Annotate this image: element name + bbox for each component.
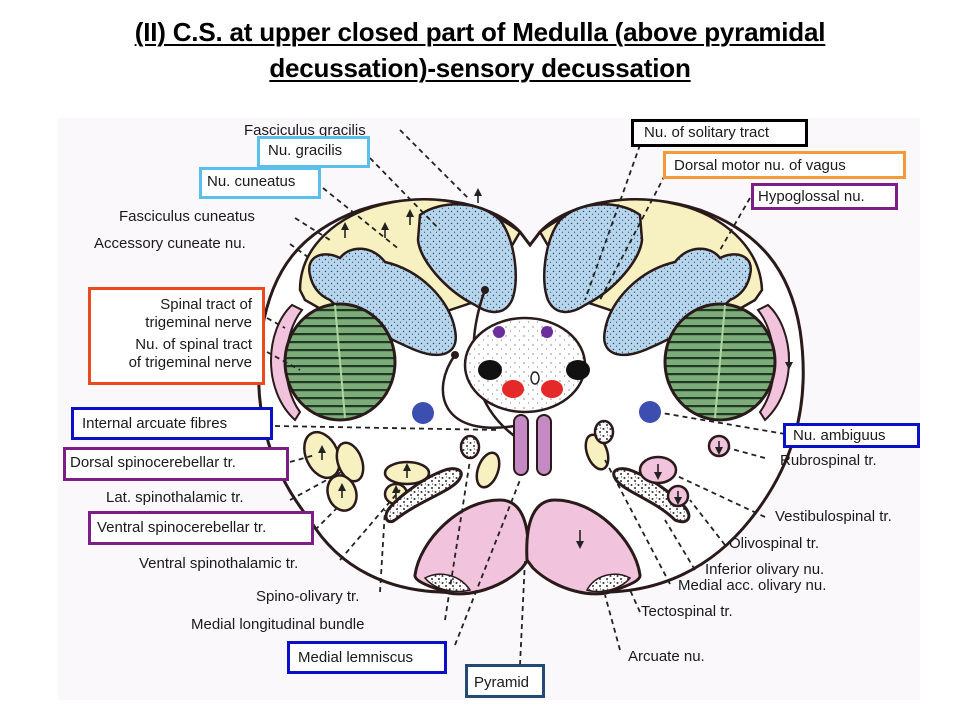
box-nu-ambiguus: Nu. ambiguus [783, 423, 920, 448]
box-pyramid: Pyramid [465, 664, 545, 698]
tract-arrows [318, 188, 793, 549]
label-spinal-tract-trigeminal-1: Spinal tract of [160, 296, 252, 313]
box-trigeminal: Spinal tract of trigeminal nerve Nu. of … [88, 287, 265, 385]
label-inferior-olivary-nu: Inferior olivary nu. [705, 561, 825, 578]
label-internal-arcuate-fibres: Internal arcuate fibres [82, 415, 228, 432]
title-line-2: decussation)-sensory decussation [269, 53, 691, 83]
tectospinal-right [593, 419, 615, 445]
label-vestibulospinal: Vestibulospinal tr. [775, 508, 892, 525]
box-medial-lemniscus: Medial lemniscus [287, 641, 447, 674]
label-nu-spinal-tract-trigeminal-2: of trigeminal nerve [128, 354, 252, 371]
lat-spinothalamic-tract [335, 441, 365, 483]
vagus-dot-left [502, 380, 524, 398]
nucleus-ambiguus-right [639, 401, 661, 423]
title-line-1: (II) C.S. at upper closed part of Medull… [134, 17, 826, 47]
label-dorsal-motor-nu-vagus: Dorsal motor nu. of vagus [674, 157, 846, 174]
vagus-dot-right [541, 380, 563, 398]
nucleus-cuneatus-left [307, 247, 458, 357]
box-nu-solitary-tract: Nu. of solitary tract [631, 119, 808, 147]
label-accessory-cuneate-nu: Accessory cuneate nu. [94, 235, 246, 252]
solitary-dot-left [478, 360, 502, 380]
label-spino-olivary: Spino-olivary tr. [256, 588, 360, 605]
leader-lines [266, 129, 786, 666]
internal-arcuate-fibre-left [441, 354, 521, 429]
label-ventral-spinothalamic: Ventral spinothalamic tr. [139, 555, 299, 572]
box-ventral-spinocerebellar: Ventral spinocerebellar tr. [88, 511, 314, 545]
label-dorsal-spinocerebellar: Dorsal spinocerebellar tr. [70, 454, 236, 471]
hypoglossal-dot-left [493, 326, 505, 338]
central-canal [530, 371, 540, 385]
box-nu-cuneatus: Nu. cuneatus [199, 167, 321, 199]
medial-longitudinal-bundle-left [475, 451, 501, 489]
inferior-olivary-nu-left [384, 467, 463, 524]
box-nu-gracilis: Nu. gracilis [257, 136, 370, 168]
box-internal-arcuate-fibres: Internal arcuate fibres [71, 407, 273, 440]
label-medial-lemniscus: Medial lemniscus [298, 649, 414, 666]
label-medial-acc-olivary-nu: Medial acc. olivary nu. [678, 577, 827, 594]
box-hypoglossal-nu: Hypoglossal nu. [751, 183, 898, 210]
nucleus-ambiguus-left [412, 402, 434, 424]
nucleus-cuneatus-right [602, 247, 753, 357]
label-arcuate-nu: Arcuate nu. [628, 648, 705, 665]
solitary-dot-right [566, 360, 590, 380]
arcuate-nu-right [585, 573, 632, 593]
label-fasciculus-cuneatus: Fasciculus cuneatus [119, 208, 255, 225]
page-title: (II) C.S. at upper closed part of Medull… [0, 14, 960, 86]
label-rubrospinal: Rubrospinal tr. [780, 452, 877, 469]
label-nu-solitary-tract: Nu. of solitary tract [644, 124, 770, 141]
label-nu-cuneatus: Nu. cuneatus [207, 173, 296, 190]
label-tectospinal: Tectospinal tr. [641, 603, 733, 620]
label-nu-ambiguus: Nu. ambiguus [793, 427, 886, 444]
hypoglossal-dot-right [541, 326, 553, 338]
label-hypoglossal-nu: Hypoglossal nu. [758, 188, 865, 205]
label-spinal-tract-trigeminal-2: trigeminal nerve [145, 314, 252, 331]
label-nu-gracilis: Nu. gracilis [268, 142, 343, 159]
medial-lemniscus-right [536, 414, 552, 476]
label-nu-spinal-tract-trigeminal-1: Nu. of spinal tract [135, 336, 252, 353]
box-dorsal-motor-nu-vagus: Dorsal motor nu. of vagus [663, 151, 906, 179]
nucleus-gracilis-left [416, 203, 518, 314]
label-pyramid: Pyramid [474, 674, 530, 691]
label-olivospinal: Olivospinal tr. [729, 535, 820, 552]
arcuate-nu-left [423, 573, 472, 593]
nucleus-gracilis-right [542, 203, 644, 314]
label-medial-longitudinal-bundle: Medial longitudinal bundle [191, 616, 365, 633]
tectospinal-left [459, 434, 481, 460]
label-ventral-spinocerebellar: Ventral spinocerebellar tr. [97, 519, 267, 536]
label-lat-spinothalamic: Lat. spinothalamic tr. [106, 489, 244, 506]
label-fasciculus-gracilis: Fasciculus gracilis [244, 122, 366, 139]
inferior-olivary-nu-right [612, 467, 691, 524]
box-dorsal-spinocerebellar: Dorsal spinocerebellar tr. [63, 447, 289, 481]
medial-lemniscus-left [513, 414, 529, 476]
